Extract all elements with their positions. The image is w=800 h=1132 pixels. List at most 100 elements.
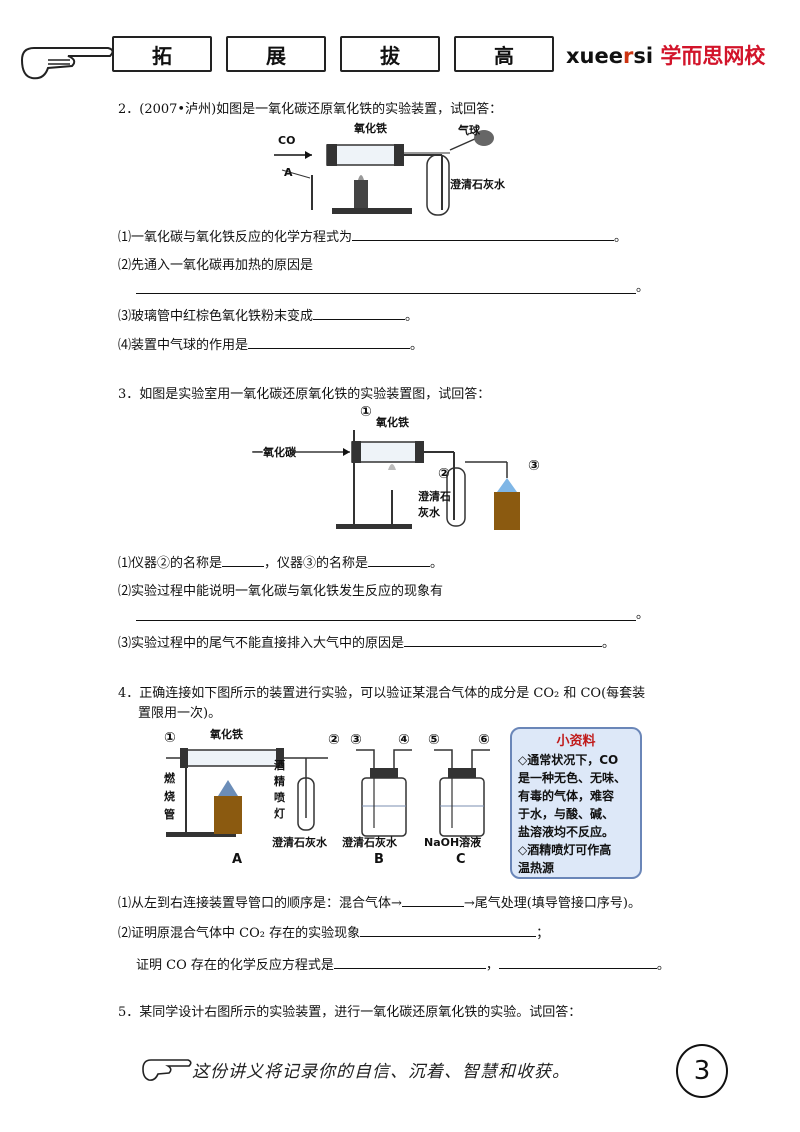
q3-part1-text-a: ⑴仪器②的名称是: [118, 556, 223, 571]
answer-blank[interactable]: [136, 293, 636, 294]
q4-fig-n1: ①: [164, 730, 176, 746]
header-sign-1: 拓: [112, 36, 212, 72]
q2-part4-end: 。: [410, 338, 424, 353]
q3-fig-lime2: 灰水: [418, 506, 440, 519]
q3-part1-end: 。: [430, 556, 444, 571]
q4-part1-text-a: ⑴从左到右连接装置导管口的顺序是：混合气体→: [118, 896, 402, 911]
q4-fig-lime-b: 澄清石灰水: [342, 836, 397, 849]
q2-apparatus-figure: CO A 氧化铁 气球 澄清石灰水: [272, 120, 532, 224]
q4-fig-n6: ⑥: [478, 732, 490, 748]
q4-fig-c: C: [456, 852, 466, 867]
q4-fig-lamp-label: 酒 精 喷 灯: [274, 758, 285, 822]
brand-logo: xueersi 学而思网校: [566, 40, 765, 70]
q3-fig-fe2o3: 氧化铁: [376, 416, 409, 429]
q3-fig-lime1: 澄清石: [418, 490, 451, 503]
q3-part3: ⑶实验过程中的尾气不能直接排入大气中的原因是 。: [118, 633, 615, 653]
info-note-line: 盐溶液均不反应。: [518, 825, 615, 839]
q3-fig-n3: ③: [528, 458, 540, 474]
answer-blank[interactable]: [401, 893, 464, 907]
q4-fig-fe2o3: 氧化铁: [210, 728, 243, 741]
header-sign-3: 拔: [340, 36, 440, 72]
info-note-line: 于水，与酸、碱、: [518, 807, 615, 821]
q2-fig-balloon: 气球: [458, 124, 480, 137]
footer-hand-icon: [140, 1054, 194, 1088]
answer-blank[interactable]: [368, 553, 431, 567]
q2-part2-text: ⑵先通入一氧化碳再加热的原因是: [118, 258, 314, 273]
q2-fig-co: CO: [278, 134, 296, 147]
info-note-line: ◇通常状况下，CO: [518, 753, 619, 767]
q3-part2-end: 。: [636, 607, 650, 622]
answer-blank[interactable]: [248, 335, 411, 349]
answer-blank[interactable]: [404, 633, 603, 647]
answer-blank[interactable]: [498, 955, 657, 969]
brand-latin-2: r: [622, 44, 634, 68]
q2-part3-text: ⑶玻璃管中红棕色氧化铁粉末变成: [118, 309, 314, 324]
q4-part3-text: 证明 CO 存在的化学反应方程式是: [136, 958, 334, 973]
q4-fig-n3: ③: [350, 732, 362, 748]
answer-blank[interactable]: [352, 227, 615, 241]
q4-fig-tube-char: 管: [164, 808, 175, 821]
q4-part1-text-b: →尾气处理(填导管接口序号)。: [463, 896, 641, 911]
q4-fig-a: A: [232, 852, 243, 867]
brand-latin-3: si: [633, 44, 654, 68]
q2-part3: ⑶玻璃管中红棕色氧化铁粉末变成。: [118, 306, 418, 326]
q3-part3-end: 。: [602, 636, 616, 651]
q4-part2-text: ⑵证明原混合气体中 CO₂ 存在的实验现象: [118, 926, 361, 941]
q3-part1: ⑴仪器②的名称是 ，仪器③的名称是 。: [118, 553, 443, 573]
q2-part2-end: 。: [636, 280, 650, 295]
info-note-line: 有毒的气体，难容: [518, 789, 615, 803]
brand-cn: 学而思网校: [660, 44, 766, 68]
q3-apparatus-figure: ① 氧化铁 一氧化碳 ② ③ 澄清石 灰水: [252, 400, 552, 538]
q3-fig-co: 一氧化碳: [252, 446, 296, 459]
q4-fig-n5: ⑤: [428, 732, 440, 748]
q4-fig-lamp-char: 酒: [274, 759, 285, 772]
info-note-box: 小资料 ◇通常状况下，CO 是一种无色、无味、 有毒的气体，难容 于水，与酸、碱…: [510, 727, 642, 879]
q4-fig-tube-char: 燃: [164, 772, 175, 785]
pointing-hand-icon: [18, 38, 118, 88]
q2-part1: ⑴一氧化碳与氧化铁反应的化学方程式为 。: [118, 227, 627, 247]
q4-fig-b: B: [374, 852, 384, 867]
header-sign-text: 拓: [152, 43, 172, 68]
q2-fig-a: A: [284, 166, 293, 179]
q4-part3-mid: ，: [485, 958, 499, 973]
q4-part2: ⑵证明原混合气体中 CO₂ 存在的实验现象 ；: [118, 923, 549, 943]
header-sign-text: 拔: [380, 43, 400, 68]
info-note-line: 温热源: [518, 861, 555, 875]
header-sign-4: 高: [454, 36, 554, 72]
answer-blank[interactable]: [313, 306, 406, 320]
q3-part3-text: ⑶实验过程中的尾气不能直接排入大气中的原因是: [118, 636, 405, 651]
header-sign-2: 展: [226, 36, 326, 72]
q4-fig-lamp-char: 喷: [274, 791, 285, 804]
q4-title-line2: 置限用一次)。: [138, 706, 222, 721]
q2-part1-end: 。: [614, 230, 628, 245]
answer-blank[interactable]: [136, 620, 636, 621]
header-sign-text: 高: [494, 43, 514, 68]
q5-title: 5．某同学设计右图所示的实验装置，进行一氧化碳还原氧化铁的实验。试回答：: [118, 1005, 582, 1020]
answer-blank[interactable]: [222, 553, 265, 567]
q2-fig-fe2o3: 氧化铁: [354, 122, 387, 135]
q3-fig-n1: ①: [360, 404, 372, 420]
q3-title: 3．如图是实验室用一氧化碳还原氧化铁的实验装置图，试回答：: [118, 387, 491, 402]
q2-fig-limewater: 澄清石灰水: [450, 178, 505, 191]
q4-part1: ⑴从左到右连接装置导管口的顺序是：混合气体→ →尾气处理(填导管接口序号)。: [118, 893, 641, 913]
brand-latin-1: xuee: [566, 44, 623, 68]
q4-fig-lime-a: 澄清石灰水: [272, 836, 327, 849]
q4-fig-n4: ④: [398, 732, 410, 748]
info-note-line: 是一种无色、无味、: [518, 771, 627, 785]
q3-part1-text-b: ，仪器③的名称是: [264, 556, 369, 571]
q3-fig-n2: ②: [438, 466, 450, 482]
info-note-line: ◇酒精喷灯可作高: [518, 843, 612, 857]
q2-title: 2．(2007•泸州)如图是一氧化碳还原氧化铁的实验装置，试回答：: [118, 102, 503, 117]
q3-part2-text: ⑵实验过程中能说明一氧化碳与氧化铁发生反应的现象有: [118, 584, 444, 599]
q4-part2-end: ；: [536, 926, 550, 941]
q4-fig-tube-char: 烧: [164, 790, 175, 803]
q4-part3-end: 。: [656, 958, 670, 973]
answer-blank[interactable]: [333, 955, 486, 969]
q4-fig-tube-label: 燃 烧 管: [164, 770, 175, 824]
q2-part1-text: ⑴一氧化碳与氧化铁反应的化学方程式为: [118, 230, 353, 245]
q4-part3: 证明 CO 存在的化学反应方程式是 ， 。: [136, 955, 670, 975]
q4-apparatus-figure: ① 氧化铁 燃 烧 管 酒 精 喷 灯 ② ③ ④ ⑤ ⑥ 澄清石灰水 澄清石灰…: [156, 728, 506, 872]
q4-fig-naoh: NaOH溶液: [424, 836, 482, 849]
answer-blank[interactable]: [360, 923, 537, 937]
footer-motto: 这份讲义将记录你的自信、沉着、智慧和收获。: [192, 1062, 570, 1082]
